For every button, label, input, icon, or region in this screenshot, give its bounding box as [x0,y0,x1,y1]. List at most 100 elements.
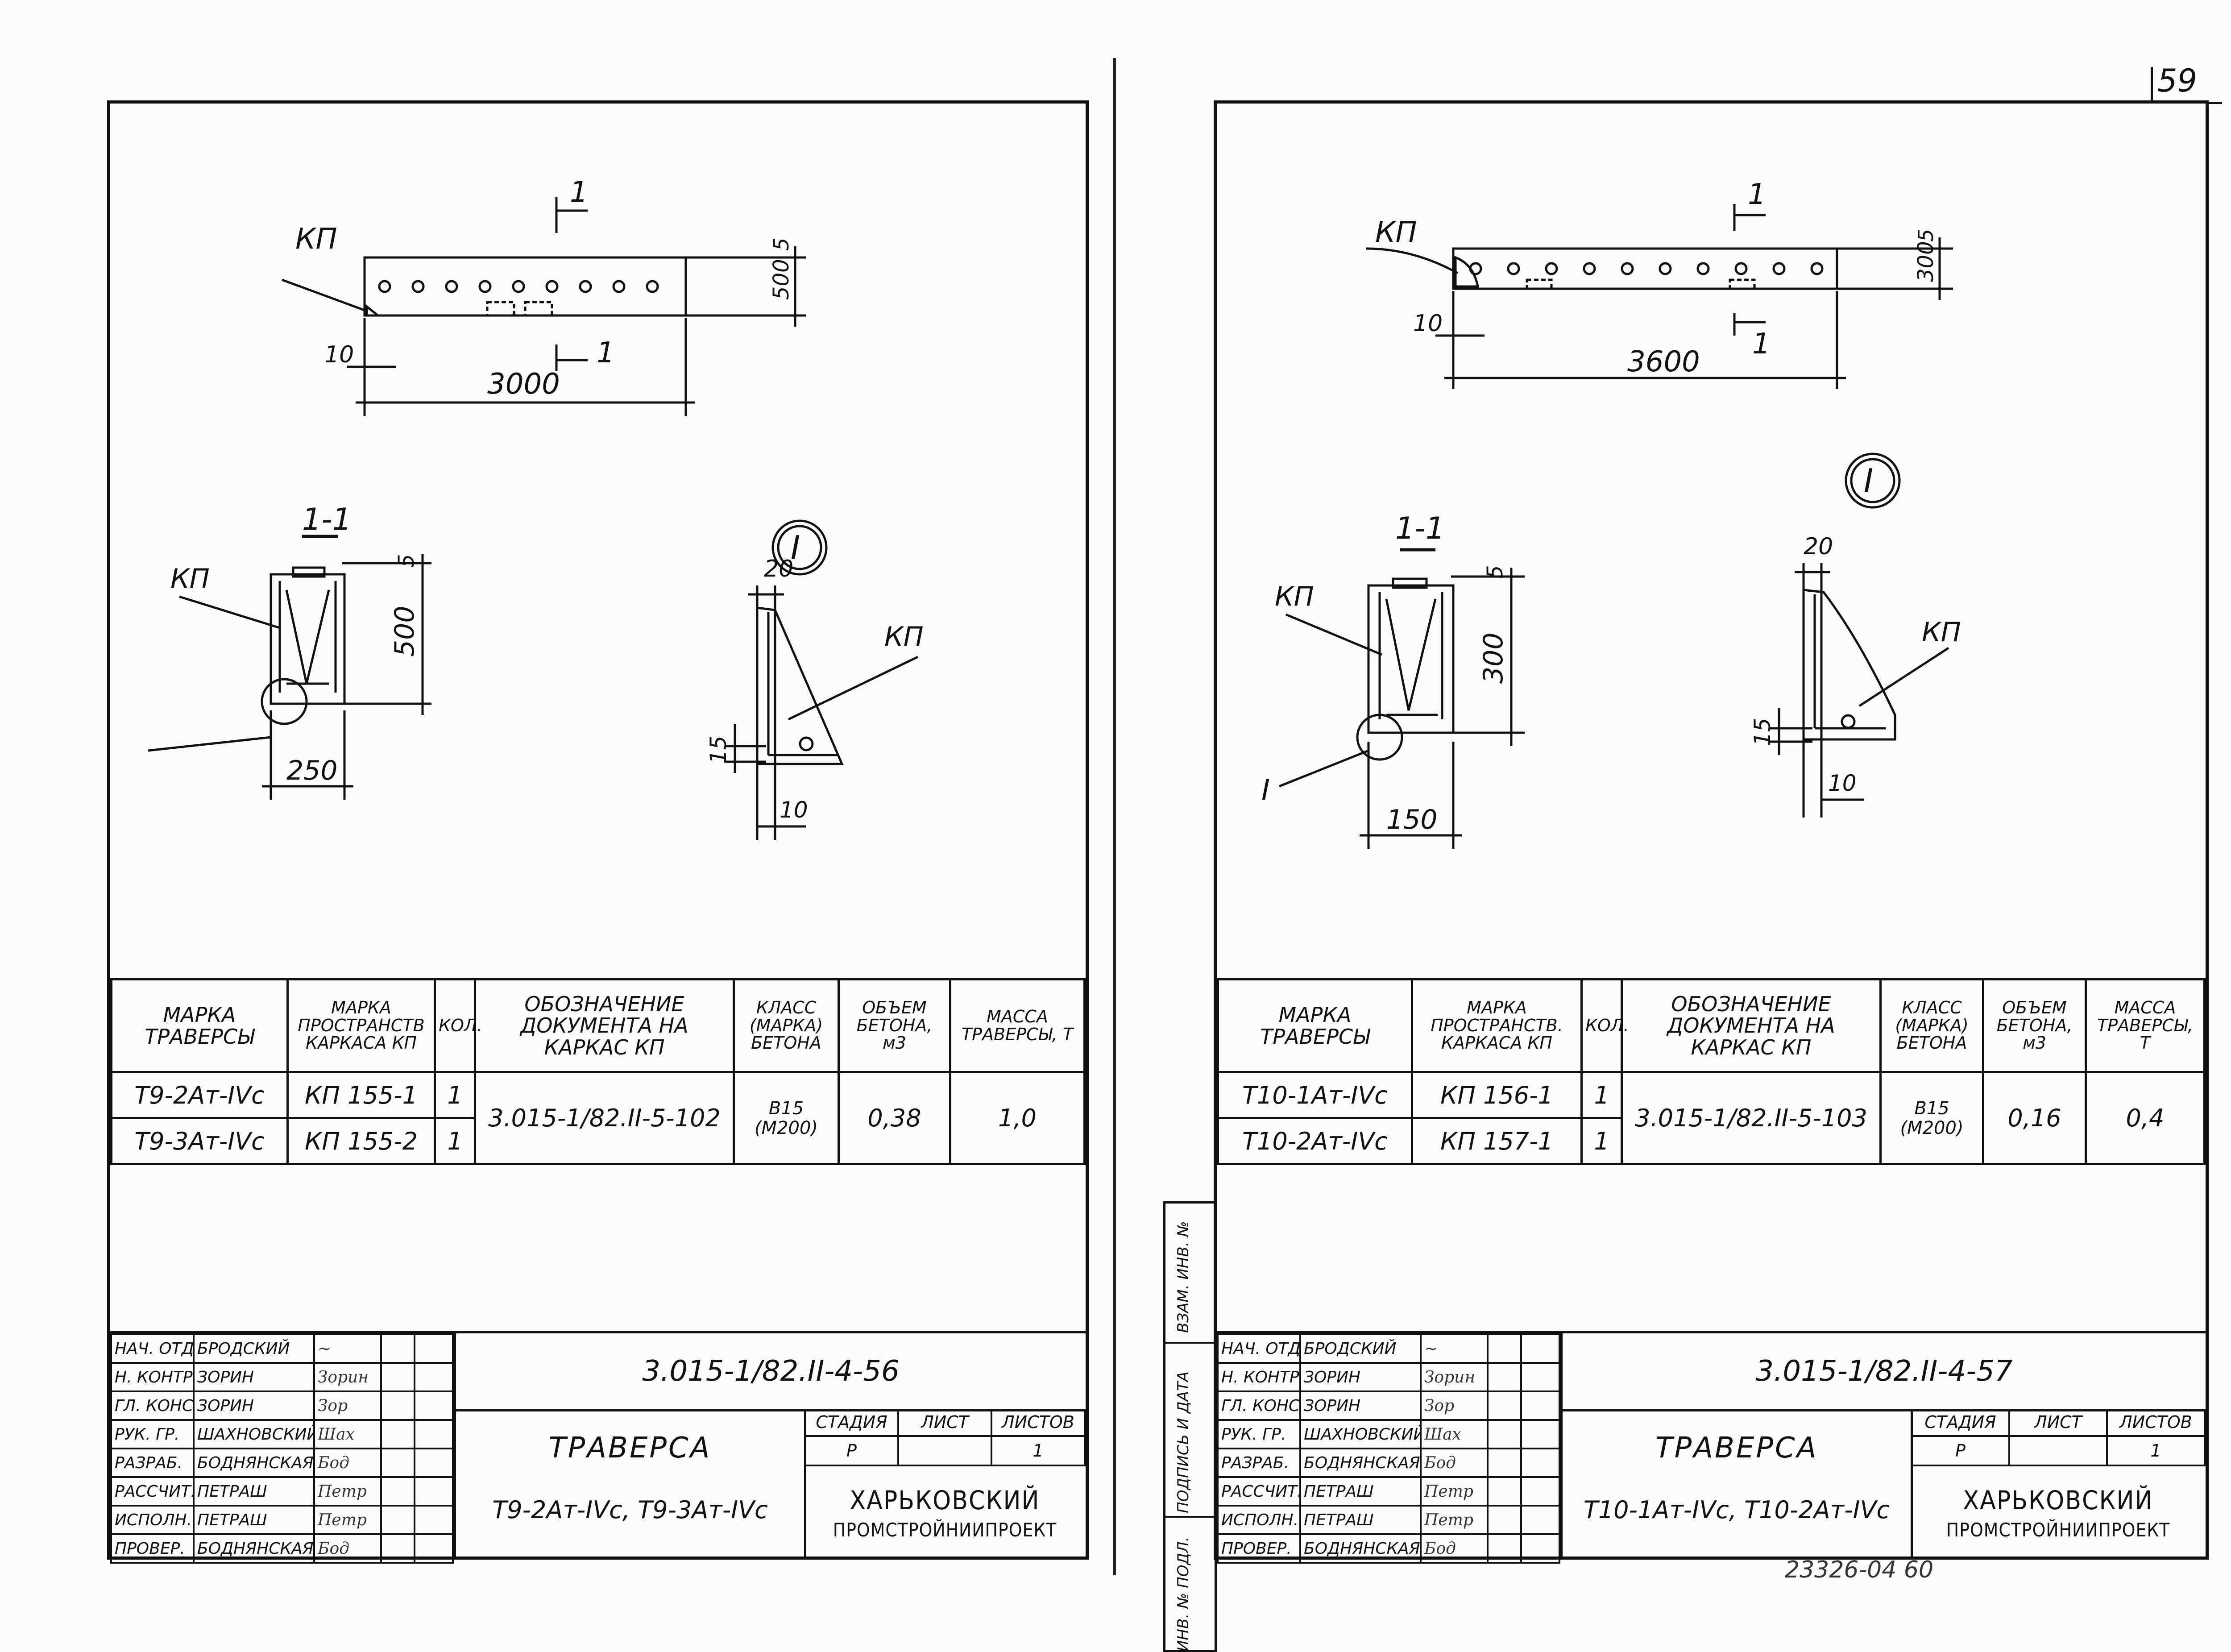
sig-name: ПЕТРАШ [193,1505,315,1535]
drawing-area: КП 1 1 10 3600 300 5 1-1 КП 5 300 150 I … [1217,104,2206,978]
table-row: Т9-3Ат-IVс КП 155-2 1 [110,1117,1085,1165]
row-qty: 1 [434,1117,476,1165]
plan-height-dim: 500 [769,259,794,300]
traverse-drawing: КП 1 1 10 3000 500 5 1-1 КП 5 500 250 I … [148,176,924,840]
sig-signature: ~ [1420,1333,1489,1364]
row-volume: 0,16 [1982,1071,2087,1165]
sig-name: БОДНЯНСКАЯ [1299,1533,1422,1564]
drawing-name: ТРАВЕРСА Т10-1Ат-IVс, Т10-2Ат-IVс [1563,1409,1913,1557]
specification-table: МАРКА ТРАВЕРСЫ МАРКА ПРОСТРАНСТВ. КАРКАС… [1217,978,2206,1165]
sig-signature: Петр [313,1505,382,1535]
header-concrete-class: КЛАСС (МАРКА) БЕТОНА [733,978,840,1073]
header-traverse-mark: МАРКА ТРАВЕРСЫ [1217,978,1413,1073]
sig-name: ЗОРИН [193,1362,315,1392]
plan-edge-dim: 10 [1413,310,1443,337]
sig-signature: Петр [313,1476,382,1507]
row-mark: Т9-2Ат-IVс [110,1071,289,1119]
header-traverse-mark: МАРКА ТРАВЕРСЫ [110,978,289,1073]
sig-role: Н. КОНТР. [110,1362,195,1392]
sig-name: БОДНЯНСКАЯ [193,1533,315,1564]
sig-role: НАЧ. ОТД. [1217,1333,1301,1364]
row-qty: 1 [1580,1117,1623,1165]
drawing-title: ТРАВЕРСА [1655,1432,1818,1465]
header-volume: ОБЪЕМ БЕТОНА, м3 [838,978,951,1073]
detail-kp-label: КП [884,621,924,652]
row-mass: 1,0 [949,1071,1086,1165]
sig-name: ШАХНОВСКИЙ [193,1419,315,1449]
header-qty: КОЛ. [434,978,482,1073]
row-frame: КП 156-1 [1411,1071,1583,1119]
sig-signature: Бод [1420,1448,1489,1478]
table-row: Т10-2Ат-IVс КП 157-1 1 [1217,1117,2205,1165]
drawing-sheet-right: ВЗАМ. ИНВ. № ПОДПИСЬ И ДАТА ИНВ. № ПОДЛ. [1163,100,2209,1652]
sig-role: НАЧ. ОТД. [110,1333,195,1364]
sig-name: ПЕТРАШ [193,1476,315,1507]
sig-role: РАССЧИТ. [110,1476,195,1507]
sheet-divider [1113,58,1116,1575]
sig-role: РАССЧИТ. [1217,1476,1301,1507]
sig-role: ИСПОЛН. [110,1505,195,1535]
sig-signature: Шах [313,1419,382,1449]
header-frame-mark: МАРКА ПРОСТРАНСТВ КАРКАСА КП [286,978,436,1073]
sig-signature: Петр [1420,1476,1489,1507]
section-kp-label: КП [170,563,210,594]
organization: ХАРЬКОВСКИЙ ПРОМСТРОЙНИИПРОЕКТ [1911,1467,2206,1557]
stage-value: Р [1911,1436,2010,1466]
header-document: ОБОЗНАЧЕНИЕ ДОКУМЕНТА НА КАРКАС КП [474,978,735,1073]
section-top-dim: 5 [1483,565,1508,579]
section-detail-ref: I [1261,774,1270,807]
header-frame-mark: МАРКА ПРОСТРАНСТВ. КАРКАСА КП [1411,978,1583,1073]
sig-signature: Зорин [1420,1362,1489,1392]
drawing-area: КП 1 1 10 3000 500 5 1-1 КП 5 500 250 I … [110,104,1086,978]
row-qty: 1 [434,1071,476,1119]
organization: ХАРЬКОВСКИЙ ПРОМСТРОЙНИИПРОЕКТ [804,1467,1086,1557]
section-top-dim: 5 [394,554,419,568]
sig-name: ЗОРИН [1299,1362,1422,1392]
sig-name: ПЕТРАШ [1299,1476,1422,1507]
stage-label: СТАДИЯ [804,1409,899,1437]
detail-width-dim: 20 [1804,533,1833,560]
header-volume: ОБЪЕМ БЕТОНА, м3 [1982,978,2087,1073]
sig-role: ПРОВЕР. [1217,1533,1301,1564]
section-height-dim: 300 [1478,632,1509,684]
sheet-value [2008,1436,2108,1466]
drawing-name: ТРАВЕРСА Т9-2Ат-IVс, Т9-3Ат-IVс [456,1409,806,1557]
row-document: 3.015-1/82.II-5-102 [474,1071,735,1165]
row-volume: 0,38 [838,1071,951,1165]
plan-length-dim: 3000 [487,368,560,401]
document-code: 3.015-1/82.II-4-56 [456,1333,1086,1411]
sig-signature: ~ [313,1333,382,1364]
header-mass: МАССА ТРАВЕРСЫ, Т [949,978,1086,1073]
sig-role: РУК. ГР. [1217,1419,1301,1449]
side-stamp-label: ИНВ. № ПОДЛ. [1174,1536,1192,1652]
sig-name: БОДНЯНСКАЯ [1299,1448,1422,1478]
concrete-class: В15 [1914,1098,1949,1119]
title-block-main: 3.015-1/82.II-4-57 ТРАВЕРСА Т10-1Ат-IVс,… [1560,1333,2206,1557]
sig-role: РАЗРАБ. [110,1448,195,1478]
traverse-drawing: КП 1 1 10 3600 300 5 1-1 КП 5 300 150 I … [1261,178,1961,849]
plan-top-dim: 5 [769,238,793,251]
side-stamp-label: ВЗАМ. ИНВ. № [1174,1221,1192,1333]
plan-section-mark-top: 1 [570,176,588,209]
detail-right-dim: 10 [1828,770,1857,796]
detail-kp-label: КП [1922,617,1961,648]
sig-name: БРОДСКИЙ [193,1333,315,1364]
sig-role: РУК. ГР. [110,1419,195,1449]
side-stamp-label: ПОДПИСЬ И ДАТА [1174,1371,1192,1513]
sig-signature: Зор [313,1391,382,1421]
drawing-marks: Т10-1Ат-IVс, Т10-2Ат-IVс [1583,1496,1890,1524]
sig-signature: Петр [1420,1505,1489,1535]
plan-kp-label: КП [1375,216,1417,249]
header-qty: КОЛ. [1580,978,1629,1073]
header-concrete-class: КЛАСС (МАРКА) БЕТОНА [1879,978,1984,1073]
section-title: 1-1 [1395,511,1445,546]
section-width-dim: 250 [286,755,338,786]
plan-edge-dim: 10 [324,341,354,368]
sig-name: БОДНЯНСКАЯ [193,1448,315,1478]
detail-bottom-dim: 15 [1750,718,1775,746]
section-height-dim: 500 [389,606,420,657]
